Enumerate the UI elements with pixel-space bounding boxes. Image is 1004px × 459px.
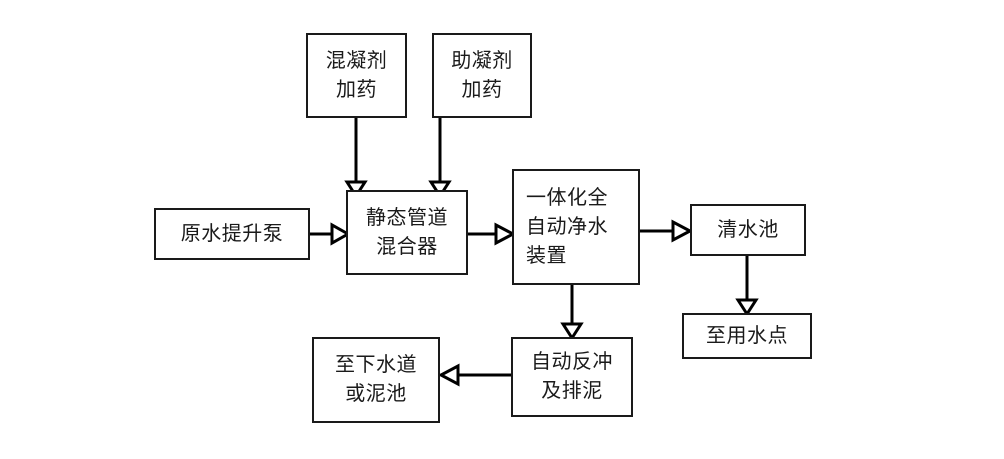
backwash-label-line-2: 及排泥 — [541, 380, 603, 402]
raw-water-pump-label: 原水提升泵 — [180, 222, 284, 245]
clear-water-tank-label: 清水池 — [717, 218, 779, 241]
to-sewer-label-line-1: 至下水道 — [335, 354, 417, 376]
integrated-automatic-water-purification-device-box[interactable]: 一体化全 自动净水 装置 — [512, 169, 640, 285]
auto-backwash-and-sludge-discharge-box[interactable]: 自动反冲 及排泥 — [511, 337, 633, 417]
backwash-label-line-1: 自动反冲 — [531, 351, 613, 373]
edge-flocculant-to-mixer — [428, 118, 452, 199]
edge-purifier-to-backwash — [560, 285, 584, 341]
to-water-use-point-box[interactable]: 至用水点 — [682, 313, 812, 359]
raw-water-lift-pump-box[interactable]: 原水提升泵 — [154, 208, 310, 260]
coagulant-dosing-label-line-1: 混凝剂 — [325, 49, 388, 72]
edge-purifier-to-clear-water-tank — [640, 219, 694, 243]
to-water-point-label: 至用水点 — [706, 324, 788, 347]
purifier-label-line-2: 自动净水 — [526, 215, 608, 238]
flocculant-dosing-label-line-2: 加药 — [461, 78, 503, 101]
flocculant-dosing-label-line-1: 助凝剂 — [451, 49, 513, 72]
edge-mixer-to-purifier — [468, 222, 517, 246]
flocculant-aid-dosing-box[interactable]: 助凝剂 加药 — [432, 33, 532, 118]
edge-pump-to-mixer — [310, 222, 352, 246]
static-pipe-mixer-box[interactable]: 静态管道 混合器 — [346, 190, 468, 275]
edge-tank-to-water-point — [735, 256, 759, 317]
static-mixer-label-line-2: 混合器 — [376, 235, 438, 258]
edge-coagulant-to-mixer — [344, 118, 368, 199]
clear-water-tank-box[interactable]: 清水池 — [690, 204, 806, 256]
static-mixer-label-line-1: 静态管道 — [366, 206, 448, 229]
to-sewer-or-sludge-pit-box[interactable]: 至下水道 或泥池 — [312, 337, 440, 423]
to-sewer-label-line-2: 或泥池 — [345, 383, 407, 405]
coagulant-dosing-box[interactable]: 混凝剂 加药 — [306, 33, 407, 118]
edge-backwash-to-sewer — [437, 363, 511, 387]
purifier-label-line-1: 一体化全 — [526, 186, 608, 209]
purifier-label-line-3: 装置 — [526, 244, 567, 267]
coagulant-dosing-label-line-2: 加药 — [336, 78, 377, 101]
